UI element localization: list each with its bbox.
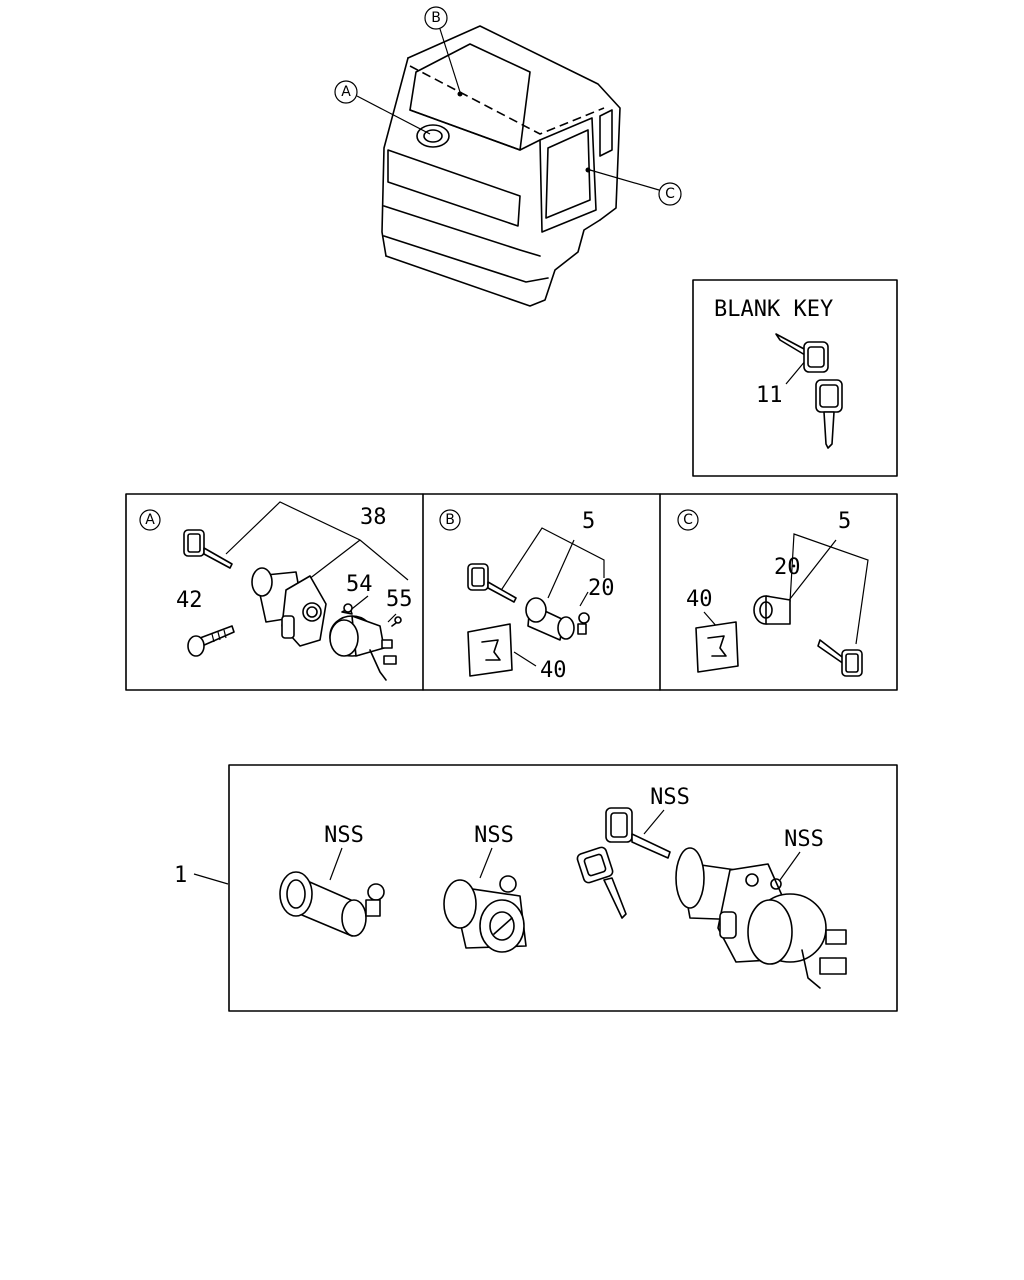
- callout-c: C: [589, 169, 682, 206]
- part-label-38: 38: [360, 505, 387, 530]
- retainer-clip-icon-b: [467, 623, 513, 677]
- lock-cylinder-icon-b: [525, 597, 590, 641]
- callout-c-label: C: [665, 186, 675, 202]
- trunk-lock-cylinder-icon: [443, 875, 527, 953]
- key-icon: [183, 529, 233, 569]
- blank-key-icon-2: [815, 379, 843, 449]
- panel-c-tag: C: [683, 512, 693, 528]
- part-label-20-c: 20: [774, 555, 801, 580]
- ignition-switch-assembly-icon: [675, 847, 847, 989]
- part-label-54: 54: [346, 572, 373, 597]
- part-label-11: 11: [756, 383, 783, 408]
- panel-b: B 5 20 40: [439, 509, 615, 683]
- panel-c: C 5 20 40: [677, 509, 869, 677]
- blank-key-title: BLANK KEY: [714, 297, 833, 322]
- blank-key-icon: [775, 333, 829, 373]
- nss-label-2: NSS: [474, 823, 514, 848]
- part-label-20-b: 20: [588, 576, 615, 601]
- callout-a-label: A: [341, 84, 351, 100]
- panel-a: A 38 42 54 55: [139, 501, 413, 681]
- part-label-40-c: 40: [686, 587, 713, 612]
- part-label-42: 42: [176, 588, 203, 613]
- panel-b-tag: B: [445, 512, 455, 528]
- bolt-icon: [187, 625, 235, 657]
- part-label-55: 55: [386, 587, 413, 612]
- ignition-cylinder-icon: [251, 567, 327, 647]
- nss-label-4: NSS: [784, 827, 824, 852]
- door-lock-cylinder-icon: [279, 871, 385, 937]
- detail-panels-frame: [125, 493, 898, 691]
- screw-icon: [341, 603, 402, 627]
- part-label-5-b: 5: [582, 509, 595, 534]
- key-icon-b: [467, 563, 517, 603]
- switch-body-icon: [329, 615, 397, 681]
- part-label-1: 1: [174, 863, 187, 888]
- part-label-40-b: 40: [540, 658, 567, 683]
- callout-a: A: [334, 80, 431, 135]
- nss-label-3: NSS: [650, 785, 690, 810]
- part-label-5-c: 5: [838, 509, 851, 534]
- nss-label-1: NSS: [324, 823, 364, 848]
- retainer-clip-icon-c: [695, 621, 739, 673]
- panel-a-tag: A: [145, 512, 155, 528]
- lock-cylinder-icon-c: [753, 595, 791, 625]
- key-icon-c: [817, 639, 863, 677]
- key-pair-icon: [576, 807, 671, 919]
- blank-key-panel: BLANK KEY 11: [692, 279, 898, 477]
- lock-kit-panel: 1 NSS NSS NSS NSS: [174, 764, 898, 1012]
- truck-cab-illustration: [381, 25, 621, 307]
- callout-b-label: B: [431, 10, 441, 26]
- callout-b: B: [424, 6, 461, 93]
